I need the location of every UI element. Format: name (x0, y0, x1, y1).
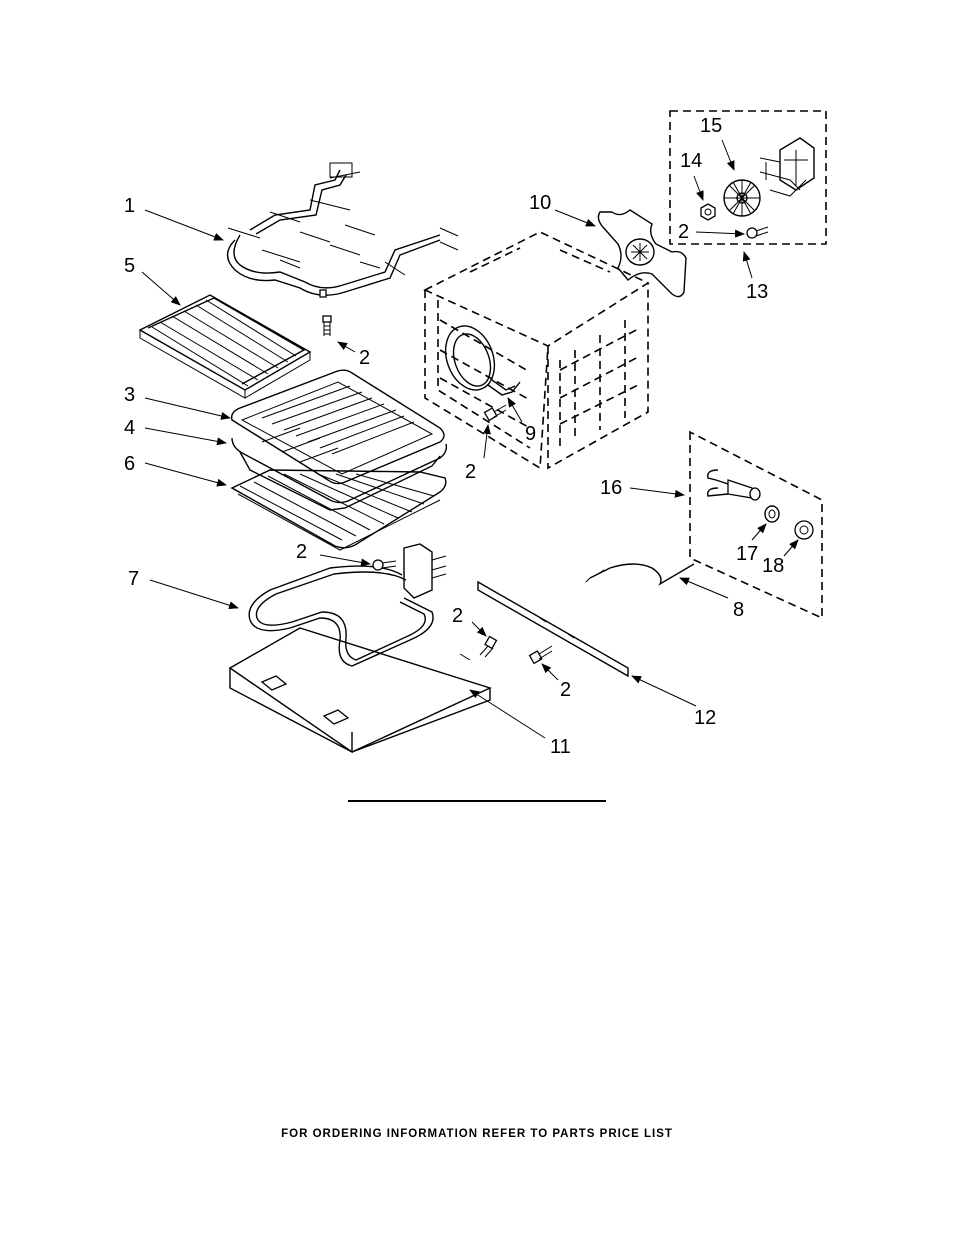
broiler-pan-insert-part-3 (230, 369, 445, 485)
callout-9: 9 (525, 423, 536, 445)
callout-11: 11 (550, 736, 571, 758)
fan-blade-part-15 (723, 179, 761, 217)
callout-3: 3 (124, 384, 135, 406)
callout-16: 16 (600, 477, 622, 499)
ordering-info-note: FOR ORDERING INFORMATION REFER TO PARTS … (281, 1128, 673, 1140)
callout-14: 14 (680, 150, 702, 172)
callout-15: 15 (700, 115, 722, 137)
screw-icon (322, 315, 332, 336)
mounting-bracket-part-12 (477, 580, 629, 678)
broil-element-part-1 (226, 162, 459, 298)
callout-2: 2 (296, 541, 307, 563)
broiler-grid-part-5 (138, 294, 312, 399)
callout-2: 2 (465, 461, 476, 483)
callout-2: 2 (452, 605, 463, 627)
light-lens-part-18 (794, 520, 814, 540)
callout-labels: 1 2 5 3 4 6 2 9 10 15 14 2 13 16 17 18 2… (124, 115, 784, 758)
callout-12: 12 (694, 707, 716, 729)
fan-motor (759, 137, 815, 197)
callout-17: 17 (736, 543, 758, 565)
screw-icon (746, 226, 769, 239)
callout-2: 2 (678, 221, 689, 243)
callout-13: 13 (746, 281, 768, 303)
fan-motor-assembly-box (669, 110, 827, 245)
screw-icon (372, 559, 397, 571)
callout-7: 7 (128, 568, 139, 590)
screw-icon (479, 635, 498, 658)
callout-4: 4 (124, 417, 135, 439)
bake-element-part-7 (248, 543, 447, 667)
callout-6: 6 (124, 453, 135, 475)
callout-5: 5 (124, 255, 135, 277)
oven-rack-part-6 (230, 469, 447, 551)
callout-8: 8 (733, 599, 744, 621)
fan-baffle-part-10 (597, 209, 687, 298)
screw-icon (528, 645, 553, 665)
bottom-panel-part-11 (228, 627, 492, 754)
callout-18: 18 (762, 555, 784, 577)
leader-lines (141, 139, 799, 739)
screw-icon (483, 404, 507, 422)
callout-2: 2 (359, 347, 370, 369)
callout-2: 2 (560, 679, 571, 701)
convection-element-part-9 (444, 325, 521, 396)
oven-cavity (423, 231, 650, 470)
callout-10: 10 (529, 192, 551, 214)
light-assembly-box (689, 430, 823, 620)
temperature-sensor-part-8 (585, 563, 695, 586)
bulb-cover-part-17 (764, 505, 780, 523)
light-socket-part-16 (707, 469, 761, 501)
callout-1: 1 (124, 195, 135, 217)
nut-icon (700, 203, 716, 221)
